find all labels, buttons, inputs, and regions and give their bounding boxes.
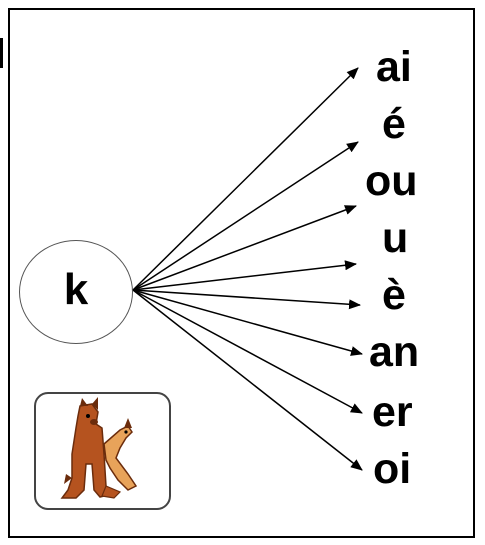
mascot-card [34, 392, 171, 510]
target-label-an: an [369, 328, 420, 376]
k-letter-dog-mascot-icon [60, 397, 138, 499]
target-label-e-acute: é [382, 100, 406, 148]
diagram-border [8, 8, 475, 538]
frame-edge-mark [0, 38, 3, 68]
arrow-to-é [132, 141, 359, 291]
target-label-er: er [372, 388, 413, 436]
target-label-ou: ou [365, 157, 418, 205]
target-label-oi: oi [373, 445, 412, 493]
arrow-to-ou [132, 205, 357, 291]
arrow-to-u [132, 260, 357, 291]
target-label-ai: ai [376, 43, 412, 91]
source-node-label: k [63, 265, 89, 314]
arrow-to-an [132, 289, 363, 356]
arrow-to-ai [132, 67, 359, 291]
arrow-to-è [132, 289, 361, 310]
target-label-e-grave: è [382, 271, 406, 319]
target-label-u: u [382, 214, 409, 262]
arrow-to-er [132, 289, 363, 414]
source-node: k [19, 240, 133, 344]
arrow-to-oi [132, 289, 363, 471]
